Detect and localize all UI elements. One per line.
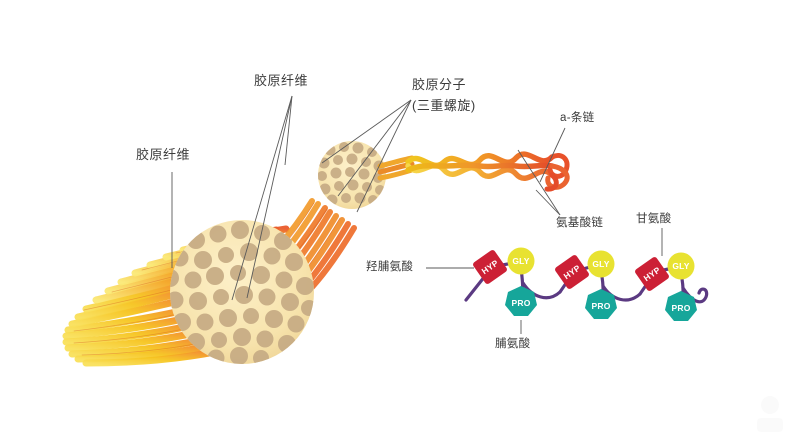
triple-helix <box>405 151 570 192</box>
leader-molecule-c <box>356 99 412 213</box>
residue-hyp: HYP <box>473 250 507 284</box>
fibril-cross-section <box>318 141 386 209</box>
leader-amino-a <box>535 189 561 216</box>
residue-hyp: HYP <box>635 257 669 291</box>
residue-gly: GLY <box>587 250 615 278</box>
leader-lines <box>171 95 663 334</box>
residue-label: PRO <box>591 301 610 311</box>
amino-acid-chain: HYP GLY PRO HYP GLY <box>464 247 709 321</box>
label-hydroxyproline: 羟脯氨酸 <box>366 261 414 273</box>
residue-gly: GLY <box>507 247 535 275</box>
residue-gly: GLY <box>667 252 695 280</box>
leader-amino-b <box>517 149 561 216</box>
label-proline: 脯氨酸 <box>495 338 531 350</box>
residue-pro: PRO <box>505 286 537 316</box>
leader-alpha-chain <box>539 127 566 183</box>
watermark <box>757 396 783 432</box>
residue-label: PRO <box>671 303 690 313</box>
leader-fiber-top-b <box>246 95 293 299</box>
label-alpha-chain: a-条链 <box>560 112 595 124</box>
leader-fiber-top-c <box>284 95 293 166</box>
residue-label: GLY <box>512 256 529 266</box>
leader-molecule-a <box>321 99 412 164</box>
residue-pro: PRO <box>585 289 617 319</box>
label-molecule: 胶原分子 <box>412 77 467 92</box>
residue-label: GLY <box>672 261 689 271</box>
leader-molecule-b <box>337 99 412 197</box>
residue-hyp: HYP <box>555 255 589 289</box>
residue-pro: PRO <box>665 291 697 321</box>
label-fiber-top: 胶原纤维 <box>254 73 309 88</box>
residue-label: GLY <box>592 259 609 269</box>
label-fiber-left: 胶原纤维 <box>136 147 191 162</box>
label-glycine: 甘氨酸 <box>636 213 672 225</box>
label-amino-acid-chain: 氨基酸链 <box>556 217 604 229</box>
label-molecule-sub: (三重螺旋) <box>412 98 476 113</box>
leader-fiber-top-a <box>231 95 293 301</box>
residue-label: PRO <box>511 298 530 308</box>
